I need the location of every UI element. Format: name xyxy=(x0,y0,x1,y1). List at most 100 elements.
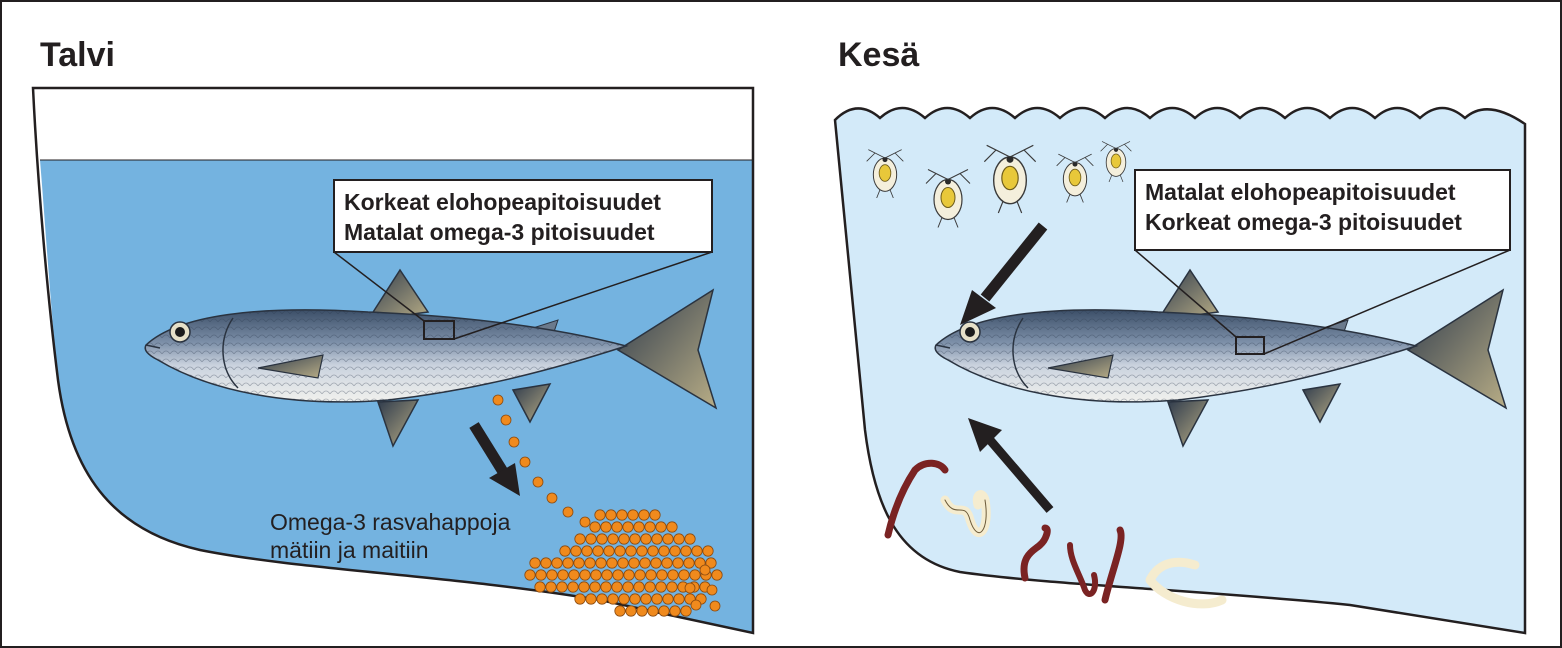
roe-egg xyxy=(680,605,692,617)
roe-egg xyxy=(711,569,723,581)
winter-sample-marker xyxy=(423,320,455,340)
roe-egg xyxy=(650,557,662,569)
roe-egg xyxy=(614,605,626,617)
roe-egg xyxy=(567,581,579,593)
roe-egg xyxy=(651,533,663,545)
roe-egg xyxy=(601,569,613,581)
roe-egg xyxy=(618,593,630,605)
roe-egg xyxy=(658,605,670,617)
summer-box-line1: Matalat elohopeapitoisuudet xyxy=(1145,179,1456,205)
roe-egg xyxy=(574,533,586,545)
roe-egg xyxy=(589,581,601,593)
roe-label-line2: mätiin ja maitiin xyxy=(270,537,429,563)
roe-egg xyxy=(673,533,685,545)
roe-egg xyxy=(603,545,615,557)
roe-egg xyxy=(579,569,591,581)
winter-callout-line xyxy=(453,251,713,340)
roe-egg xyxy=(628,557,640,569)
roe-egg xyxy=(706,584,718,596)
roe-egg xyxy=(529,557,541,569)
roe-egg xyxy=(500,414,512,426)
roe-egg xyxy=(579,516,591,528)
roe-egg xyxy=(644,581,656,593)
roe-egg xyxy=(649,509,661,521)
summer-title: Kesä xyxy=(838,36,919,74)
roe-egg xyxy=(640,593,652,605)
roe-egg xyxy=(691,545,703,557)
roe-egg xyxy=(647,605,659,617)
roe-egg xyxy=(636,605,648,617)
roe-egg xyxy=(551,557,563,569)
roe-egg xyxy=(645,569,657,581)
roe-egg xyxy=(546,492,558,504)
roe-egg xyxy=(492,394,504,406)
roe-egg xyxy=(709,600,721,612)
roe-label-line1: Omega-3 rasvahappoja xyxy=(270,509,511,535)
roe-egg xyxy=(662,533,674,545)
roe-egg xyxy=(570,545,582,557)
summer-callout-line xyxy=(1134,249,1237,338)
roe-egg xyxy=(655,521,667,533)
roe-egg xyxy=(651,593,663,605)
winter-arrow-icon xyxy=(469,422,520,496)
winter-box-line1: Korkeat elohopeapitoisuudet xyxy=(344,189,661,215)
roe-egg xyxy=(629,533,641,545)
summer-arrow-bottom-icon xyxy=(968,418,1054,513)
roe-egg xyxy=(669,545,681,557)
roe-egg xyxy=(600,581,612,593)
winter-info-box xyxy=(333,179,713,253)
worm-icon xyxy=(884,459,1227,609)
roe-egg xyxy=(616,509,628,521)
roe-egg xyxy=(629,593,641,605)
roe-egg xyxy=(618,533,630,545)
winter-basin-outline xyxy=(31,86,755,635)
winter-panel: Talvi Korkeat elohopeapitoisuudet Matala… xyxy=(31,36,755,635)
roe-egg xyxy=(534,581,546,593)
roe-egg xyxy=(662,593,674,605)
roe-egg xyxy=(638,509,650,521)
roe-egg xyxy=(607,533,619,545)
roe-egg xyxy=(556,581,568,593)
roe-egg xyxy=(625,545,637,557)
roe-egg xyxy=(546,569,558,581)
roe-egg xyxy=(661,557,673,569)
roe-egg xyxy=(666,521,678,533)
roe-egg xyxy=(568,569,580,581)
roe-egg xyxy=(636,545,648,557)
summer-sample-marker xyxy=(1235,336,1265,355)
roe-egg xyxy=(590,569,602,581)
roe-egg xyxy=(690,599,702,611)
roe-egg xyxy=(640,533,652,545)
roe-egg xyxy=(600,521,612,533)
summer-box-line2: Korkeat omega-3 pitoisuudet xyxy=(1145,209,1462,235)
roe-egg xyxy=(557,569,569,581)
roe-egg xyxy=(574,593,586,605)
roe-egg xyxy=(589,521,601,533)
roe-egg xyxy=(508,436,520,448)
roe-egg xyxy=(605,509,617,521)
roe-egg xyxy=(592,545,604,557)
summer-callout-line xyxy=(1263,249,1511,355)
roe-egg xyxy=(545,581,557,593)
roe-egg xyxy=(611,581,623,593)
summer-info-box xyxy=(1134,169,1511,251)
winter-callout-line xyxy=(333,251,425,322)
roe-egg xyxy=(647,545,659,557)
summer-arrow-top-icon xyxy=(960,222,1048,325)
roe-egg xyxy=(669,605,681,617)
roe-egg xyxy=(623,569,635,581)
roe-egg xyxy=(596,593,608,605)
roe-egg xyxy=(617,557,629,569)
roe-egg xyxy=(672,557,684,569)
roe-egg xyxy=(535,569,547,581)
roe-egg xyxy=(689,569,701,581)
roe-egg xyxy=(585,533,597,545)
roe-egg xyxy=(656,569,668,581)
roe-egg xyxy=(596,533,608,545)
roe-egg xyxy=(680,545,692,557)
roe-egg xyxy=(524,569,536,581)
roe-egg xyxy=(584,557,596,569)
roe-egg xyxy=(614,545,626,557)
